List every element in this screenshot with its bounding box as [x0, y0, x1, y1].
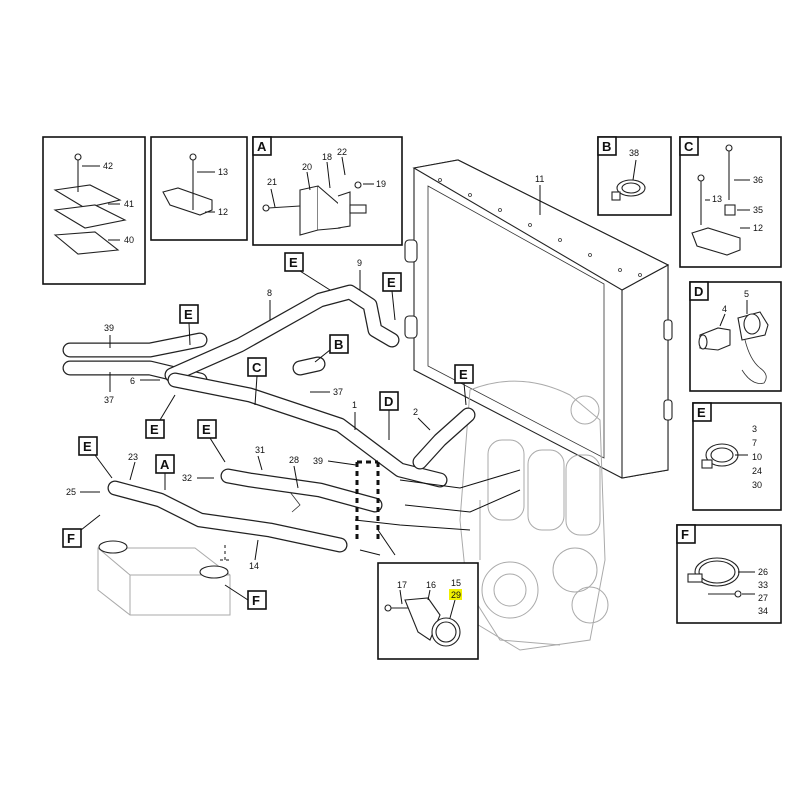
part-label: 35: [753, 205, 763, 215]
tag-f: F: [252, 593, 260, 608]
part-label: 15: [451, 578, 461, 588]
part-label: 12: [218, 207, 228, 217]
callout: 2: [413, 407, 418, 417]
bottom-detail-box: 17 16 15 29: [377, 562, 479, 660]
engine-outline: [459, 380, 609, 651]
part-label: 42: [103, 161, 113, 171]
oil-cooler: [97, 540, 231, 616]
part-label: 16: [426, 580, 436, 590]
detail-letter-e: E: [697, 405, 706, 420]
detail-letter-f: F: [681, 527, 689, 542]
detail-letter-c: C: [684, 139, 694, 154]
callout: 37: [104, 395, 114, 405]
part-label: 36: [753, 175, 763, 185]
part-label: 22: [337, 147, 347, 157]
tag-b: B: [334, 337, 343, 352]
highlight-marker: [449, 589, 462, 600]
part-label: 13: [712, 194, 722, 204]
detail-letter-a: A: [257, 139, 267, 154]
part-label: 3: [752, 424, 757, 434]
part-label: 21: [267, 177, 277, 187]
detail-letter-d: D: [694, 284, 703, 299]
part-label: 20: [302, 162, 312, 172]
callout: 39: [313, 456, 323, 466]
part-label: 19: [376, 179, 386, 189]
part-label: 24: [752, 466, 762, 476]
detail-box-d: D 4 5: [689, 281, 782, 392]
detail-box-c: C 13 36 35 12: [679, 136, 782, 268]
detail-letter-b: B: [602, 139, 611, 154]
part-label: 26: [758, 567, 768, 577]
callout: 32: [182, 473, 192, 483]
detail-box-f: F 26 33 27 34: [676, 524, 782, 624]
part-label: 33: [758, 580, 768, 590]
callout: 31: [255, 445, 265, 455]
tag-a: A: [160, 457, 170, 472]
part-label: 18: [322, 152, 332, 162]
main-callouts: 11 9 8 39 6 37 1 2 23 25 31 32 28 39 14 …: [66, 174, 544, 571]
callout: 14: [249, 561, 259, 571]
callout: 11: [535, 174, 544, 184]
letter-tags: E E E B C E E D E E A F: [62, 252, 474, 610]
tag-e: E: [459, 367, 468, 382]
clamp-detail-box: 42 41 40: [42, 136, 146, 285]
detail-box-e: E 3 7 10 24 30: [692, 402, 782, 511]
part-label: 4: [722, 304, 727, 314]
detail-box-b: B 38: [597, 136, 672, 216]
callout: 9: [357, 258, 362, 268]
coolant-hoses: [62, 284, 521, 553]
part-label: 7: [752, 438, 757, 448]
part-label: 27: [758, 593, 768, 603]
callout: 37: [333, 387, 343, 397]
tag-c: C: [252, 360, 262, 375]
tag-e: E: [150, 422, 159, 437]
clip-detail-box: 13 12: [150, 136, 248, 241]
part-label: 40: [124, 235, 134, 245]
detail-dashed-connector: [355, 460, 396, 556]
part-label: 34: [758, 606, 768, 616]
part-label: 10: [752, 452, 762, 462]
tag-e: E: [387, 275, 396, 290]
callout: 1: [352, 400, 357, 410]
callout: 8: [267, 288, 272, 298]
tag-e: E: [289, 255, 298, 270]
part-label: 5: [744, 289, 749, 299]
tag-e: E: [83, 439, 92, 454]
part-label: 17: [397, 580, 407, 590]
detail-box-a: A 21 20 18 22 19: [252, 136, 403, 246]
part-label: 13: [218, 167, 228, 177]
part-label: 41: [124, 199, 134, 209]
callout: 28: [289, 455, 299, 465]
part-label-highlighted: 29: [451, 590, 461, 600]
part-label: 38: [629, 148, 639, 158]
callout: 23: [128, 452, 138, 462]
callout: 25: [66, 487, 76, 497]
tag-e: E: [184, 307, 193, 322]
tag-f: F: [67, 531, 75, 546]
tag-e: E: [202, 422, 211, 437]
part-label: 12: [753, 223, 763, 233]
callout: 39: [104, 323, 114, 333]
callout: 6: [130, 376, 135, 386]
part-label: 30: [752, 480, 762, 490]
tag-d: D: [384, 394, 393, 409]
radiator: [404, 159, 673, 479]
